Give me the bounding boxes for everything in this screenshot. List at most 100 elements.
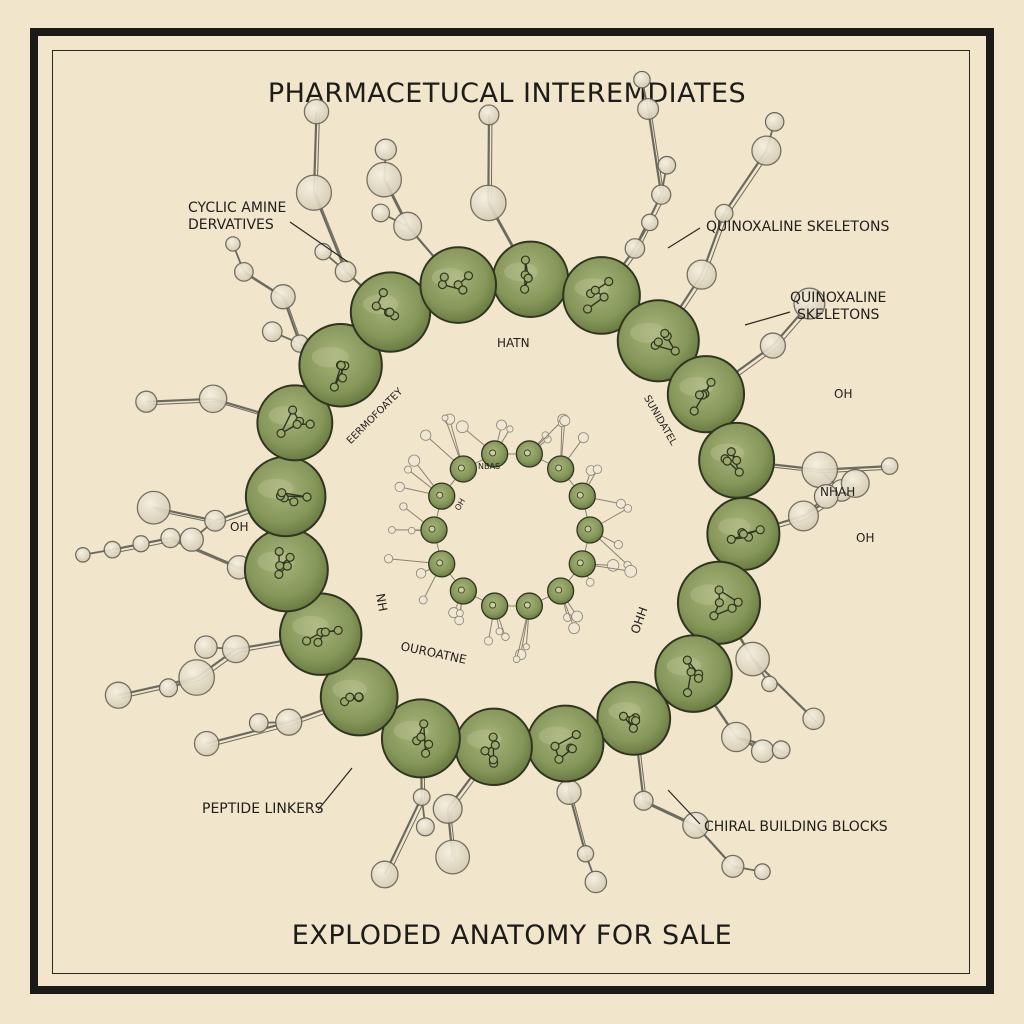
node-atom <box>571 730 581 740</box>
atom <box>132 535 150 553</box>
bond <box>646 108 663 195</box>
node-atom <box>301 636 312 646</box>
label-line: QUINOXALINE <box>790 290 887 306</box>
node-atom <box>282 561 292 571</box>
node-atom <box>554 754 564 764</box>
inner-atom <box>541 431 550 439</box>
atom <box>469 184 507 222</box>
node-atom <box>329 382 339 392</box>
node-atom <box>726 534 736 544</box>
atom <box>556 779 582 805</box>
inner-node-atom <box>436 491 444 499</box>
atom <box>641 213 659 232</box>
atom <box>801 451 839 489</box>
inner-node-atom <box>555 586 563 594</box>
node-atom <box>371 301 381 311</box>
atom <box>750 739 775 763</box>
atom <box>682 811 710 839</box>
inner-atom <box>418 595 428 605</box>
node-atom <box>333 625 343 635</box>
node-atom <box>305 419 315 429</box>
atom <box>270 284 296 310</box>
inner-node-atom <box>489 601 497 609</box>
atom <box>275 708 303 736</box>
node-atom <box>618 711 629 721</box>
atom <box>104 681 133 709</box>
chem-label-inner-1: NBAS <box>478 462 501 471</box>
atom <box>721 854 745 878</box>
label-chiral-building-blocks: CHIRAL BUILDING BLOCKS <box>704 819 888 835</box>
chem-label-hatn: HATN <box>497 336 530 350</box>
inner-node-atom <box>523 601 531 609</box>
inner-atom <box>585 577 595 587</box>
node-atom <box>437 279 448 290</box>
node-atom <box>287 405 298 415</box>
bond <box>383 796 423 875</box>
atom <box>686 259 717 290</box>
inner-node-atom <box>436 559 444 567</box>
node-atom <box>274 546 284 557</box>
bond <box>650 111 665 198</box>
node-atom <box>275 561 285 571</box>
inner-node-atom <box>555 464 563 472</box>
inner-atom <box>571 610 583 623</box>
node-atom <box>424 739 434 749</box>
inner-node-atom <box>489 449 497 457</box>
inner-node-atom <box>576 559 584 567</box>
chem-label-oh-right: OH <box>834 387 853 401</box>
atom <box>633 790 654 811</box>
atom <box>435 839 471 875</box>
atom <box>370 860 399 889</box>
label-line: SKELETONS <box>796 307 880 323</box>
chem-label-oh-left: OH <box>230 520 249 534</box>
node-atom <box>660 328 670 338</box>
node-atom <box>733 597 743 607</box>
inner-atom <box>495 627 504 636</box>
inner-atom <box>383 554 394 564</box>
atom <box>761 675 778 693</box>
inner-atom <box>613 540 623 550</box>
label-quinoxaline-skeletons-1: QUINOXALINE SKELETONS <box>706 219 890 235</box>
node-atom <box>734 467 744 477</box>
node-atom <box>694 390 705 400</box>
node-atom <box>490 740 500 750</box>
node-atom <box>523 273 533 283</box>
inner-atom <box>407 526 416 535</box>
node-atom <box>419 719 429 729</box>
inner-atom <box>455 609 464 618</box>
ring-nodes <box>243 240 781 786</box>
atom <box>802 707 825 731</box>
label-peptide-linkers: PEPTIDE LINKERS <box>202 801 324 817</box>
atom-spheres <box>75 70 899 894</box>
node-atom <box>726 447 736 457</box>
node-atom <box>480 746 490 756</box>
inner-node-atom <box>584 525 592 533</box>
node-atom <box>682 655 692 665</box>
atom <box>193 730 220 757</box>
node-atom <box>285 552 295 562</box>
node-atom <box>277 488 287 498</box>
node-atom <box>354 692 364 702</box>
page-subtitle: EXPLODED ANATOMY FOR SALE <box>291 920 733 951</box>
node-atom <box>682 688 693 698</box>
atom <box>751 135 782 166</box>
inner-atom <box>624 564 638 578</box>
inner-atom <box>394 481 405 493</box>
atom <box>415 817 435 837</box>
node-atom <box>463 271 474 281</box>
node-atom <box>732 455 742 465</box>
inner-atom <box>501 632 510 641</box>
node-atom <box>709 611 719 621</box>
node-atom <box>599 292 609 302</box>
inner-atom <box>577 432 589 444</box>
inner-atom <box>512 655 521 663</box>
inner-atom <box>455 420 469 434</box>
inner-atom <box>408 454 421 467</box>
node-atom <box>439 272 449 282</box>
atom <box>334 260 357 283</box>
node-atom <box>755 525 765 535</box>
